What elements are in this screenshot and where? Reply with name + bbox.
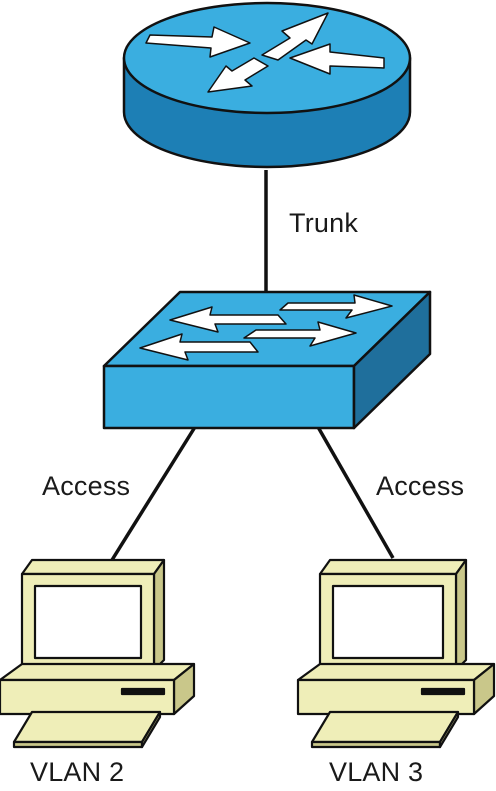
computer-icon (0, 558, 196, 749)
monitor-top (318, 558, 468, 576)
monitor-screen (33, 584, 143, 660)
switch-arrow-left-upper (169, 306, 287, 333)
router-arrows (145, 12, 385, 93)
computer-icon (296, 558, 496, 749)
vlan-2-label: VLAN 2 (30, 757, 125, 787)
base-front (0, 678, 176, 716)
router-icon (122, 1, 412, 169)
monitor-side (152, 558, 166, 672)
base-top (0, 662, 196, 682)
switch-arrows (139, 294, 393, 361)
switch-arrow-right-upper (279, 294, 393, 319)
access-link-right-line (316, 426, 395, 559)
keyboard-side (140, 710, 162, 749)
vlan-3-label: VLAN 3 (329, 757, 424, 787)
keyboard (310, 710, 460, 744)
connection-lines (110, 170, 395, 561)
monitor-top (20, 558, 166, 576)
trunk-link-label: Trunk (289, 208, 359, 238)
access-link-left-label: Access (42, 471, 131, 501)
base-top (296, 662, 496, 682)
router-arrow-west (289, 43, 385, 75)
keyboard (12, 710, 162, 744)
monitor-screen (331, 584, 445, 660)
router-arrow-east (145, 26, 251, 58)
base-front (296, 678, 476, 716)
drive-slot (120, 687, 166, 696)
router-top (122, 1, 412, 115)
switch-front (102, 364, 356, 430)
switch-arrow-right-lower (243, 321, 357, 347)
switch-icon (102, 290, 432, 430)
keyboard-side (438, 710, 460, 749)
access-link-right-label: Access (376, 471, 465, 501)
switch-arrow-left-lower (139, 333, 259, 361)
keyboard-edge (310, 740, 442, 749)
switch-side (352, 290, 432, 430)
access-link-left-line (110, 426, 197, 561)
router-arrow-north-east (261, 12, 329, 61)
router-arrow-south-west (207, 57, 269, 93)
keyboard-edge (12, 740, 144, 749)
monitor-side (454, 558, 468, 672)
drive-slot (420, 687, 466, 696)
